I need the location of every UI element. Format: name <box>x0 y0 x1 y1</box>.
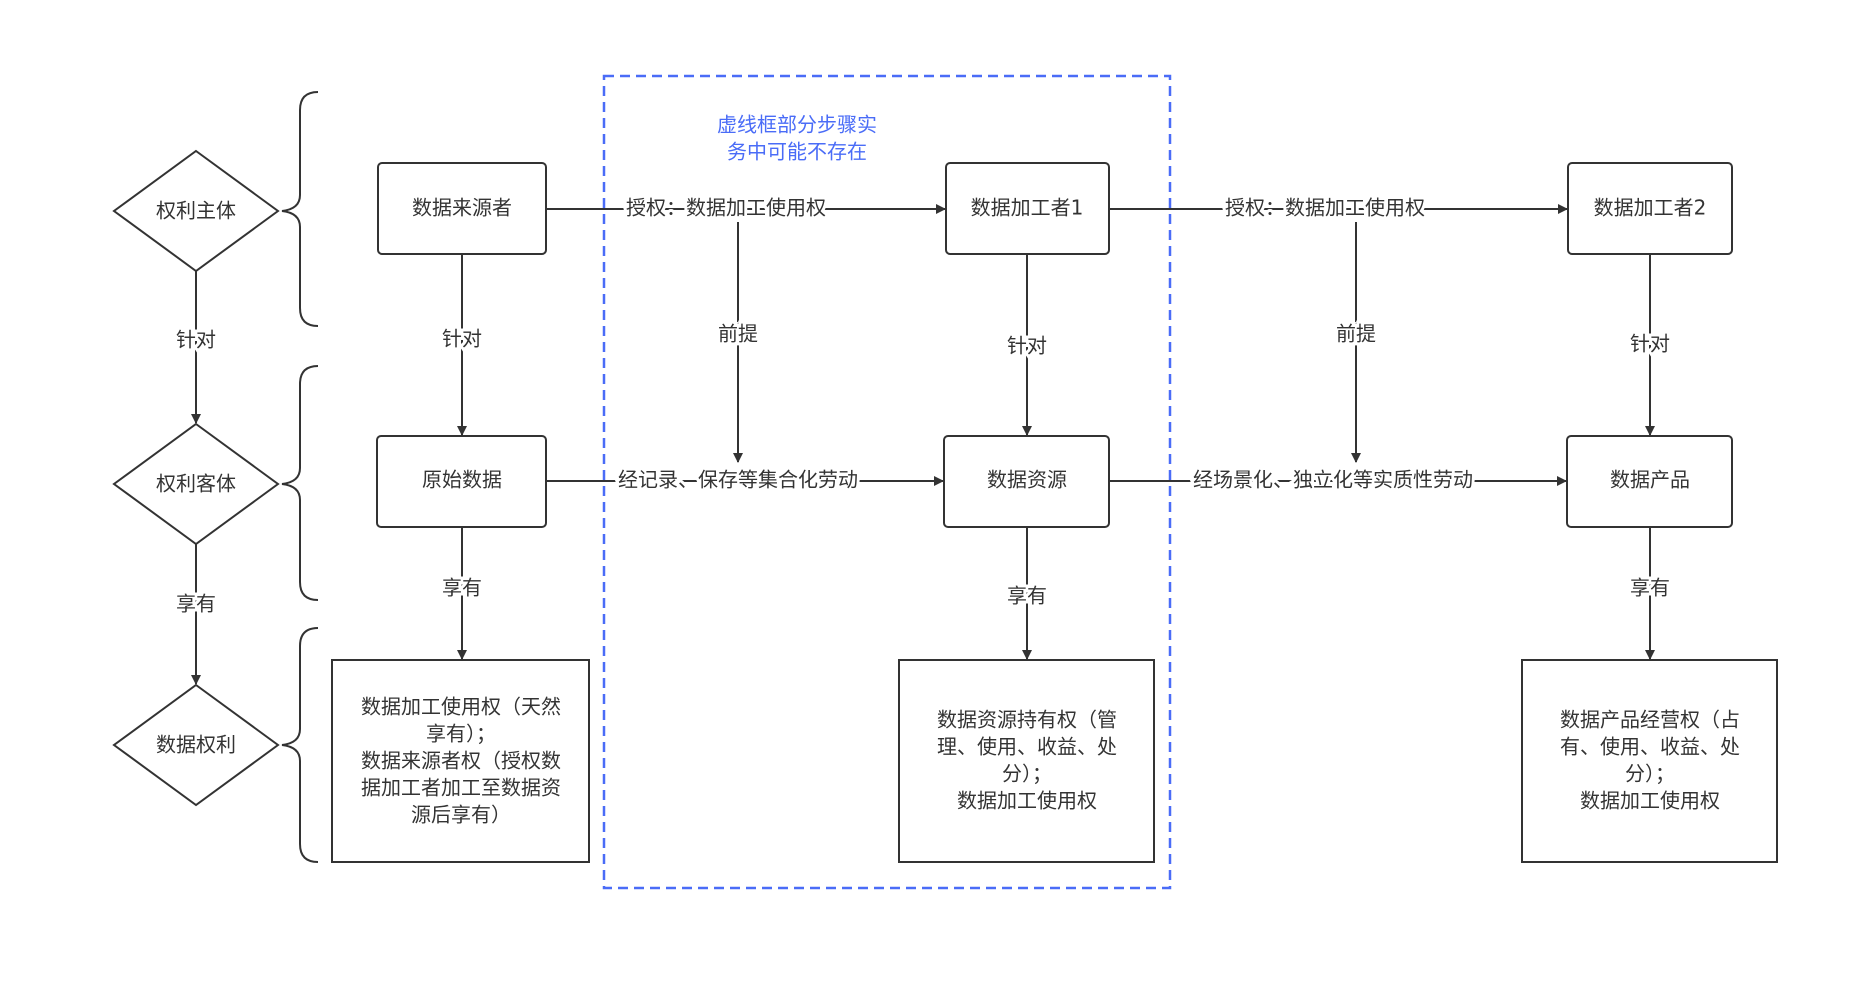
edge-label-process-1: 经记录、保存等集合化劳动 <box>618 468 858 492</box>
rights-1-line: 源后享有） <box>411 803 511 827</box>
edge-label-target-1: 针对 <box>442 327 482 351</box>
rights-1-line: 数据加工使用权（天然 <box>361 695 561 719</box>
edge-label-own-3: 享有 <box>1630 576 1670 600</box>
label-rights-object: 权利客体 <box>156 472 236 496</box>
label-rights-subject: 权利主体 <box>156 199 236 223</box>
rights-3-line: 有、使用、收益、处 <box>1560 735 1740 759</box>
rights-2-line: 数据资源持有权（管 <box>937 708 1117 732</box>
rights-text-2: 数据资源持有权（管 理、使用、收益、处 分）； 数据加工使用权 <box>937 708 1117 813</box>
text-processor-1: 数据加工者1 <box>971 196 1084 220</box>
text-data-source: 数据来源者 <box>412 196 512 220</box>
rights-3-line: 数据产品经营权（占 <box>1560 708 1740 732</box>
edge-label-left-own: 享有 <box>176 592 216 616</box>
edge-label-process-2: 经场景化、独立化等实质性劳动 <box>1193 468 1473 492</box>
edge-label-own-2: 享有 <box>1007 584 1047 608</box>
note-line-2: 务中可能不存在 <box>727 140 867 164</box>
box-rights-1 <box>331 659 590 863</box>
rights-text-1: 数据加工使用权（天然 享有）； 数据来源者权（授权数 据加工者加工至数据资 源后… <box>361 695 561 827</box>
rights-text-3: 数据产品经营权（占 有、使用、收益、处 分）； 数据加工使用权 <box>1560 708 1740 813</box>
edge-label-premise-2: 前提 <box>1336 322 1376 346</box>
brace-rights <box>281 627 319 863</box>
text-data-resource: 数据资源 <box>987 468 1067 492</box>
box-rights-2 <box>898 659 1155 863</box>
rights-1-line: 享有）； <box>426 722 496 746</box>
edge-label-left-target: 针对 <box>176 328 216 352</box>
brace-object <box>281 365 319 601</box>
text-raw-data: 原始数据 <box>422 468 502 492</box>
rights-2-line: 理、使用、收益、处 <box>937 735 1117 759</box>
edge-label-own-1: 享有 <box>442 576 482 600</box>
rights-1-line: 数据来源者权（授权数 <box>361 749 561 773</box>
rights-3-line: 分）； <box>1625 762 1675 786</box>
edge-label-authorize-1: 授权：数据加工使用权 <box>626 196 826 220</box>
brace-subject <box>281 91 319 327</box>
edge-label-premise-1: 前提 <box>718 322 758 346</box>
text-processor-2: 数据加工者2 <box>1594 196 1707 220</box>
text-data-product: 数据产品 <box>1610 468 1690 492</box>
label-data-rights: 数据权利 <box>156 733 236 757</box>
edge-label-target-3: 针对 <box>1630 332 1670 356</box>
edge-label-authorize-2: 授权：数据加工使用权 <box>1225 196 1425 220</box>
box-rights-3 <box>1521 659 1778 863</box>
rights-2-line: 数据加工使用权 <box>957 789 1097 813</box>
rights-2-line: 分）； <box>1002 762 1052 786</box>
rights-3-line: 数据加工使用权 <box>1580 789 1720 813</box>
note-line-1: 虚线框部分步骤实 <box>717 113 877 137</box>
diamond-data-rights <box>112 683 280 807</box>
rights-1-line: 据加工者加工至数据资 <box>361 776 561 800</box>
edge-label-target-2: 针对 <box>1007 334 1047 358</box>
